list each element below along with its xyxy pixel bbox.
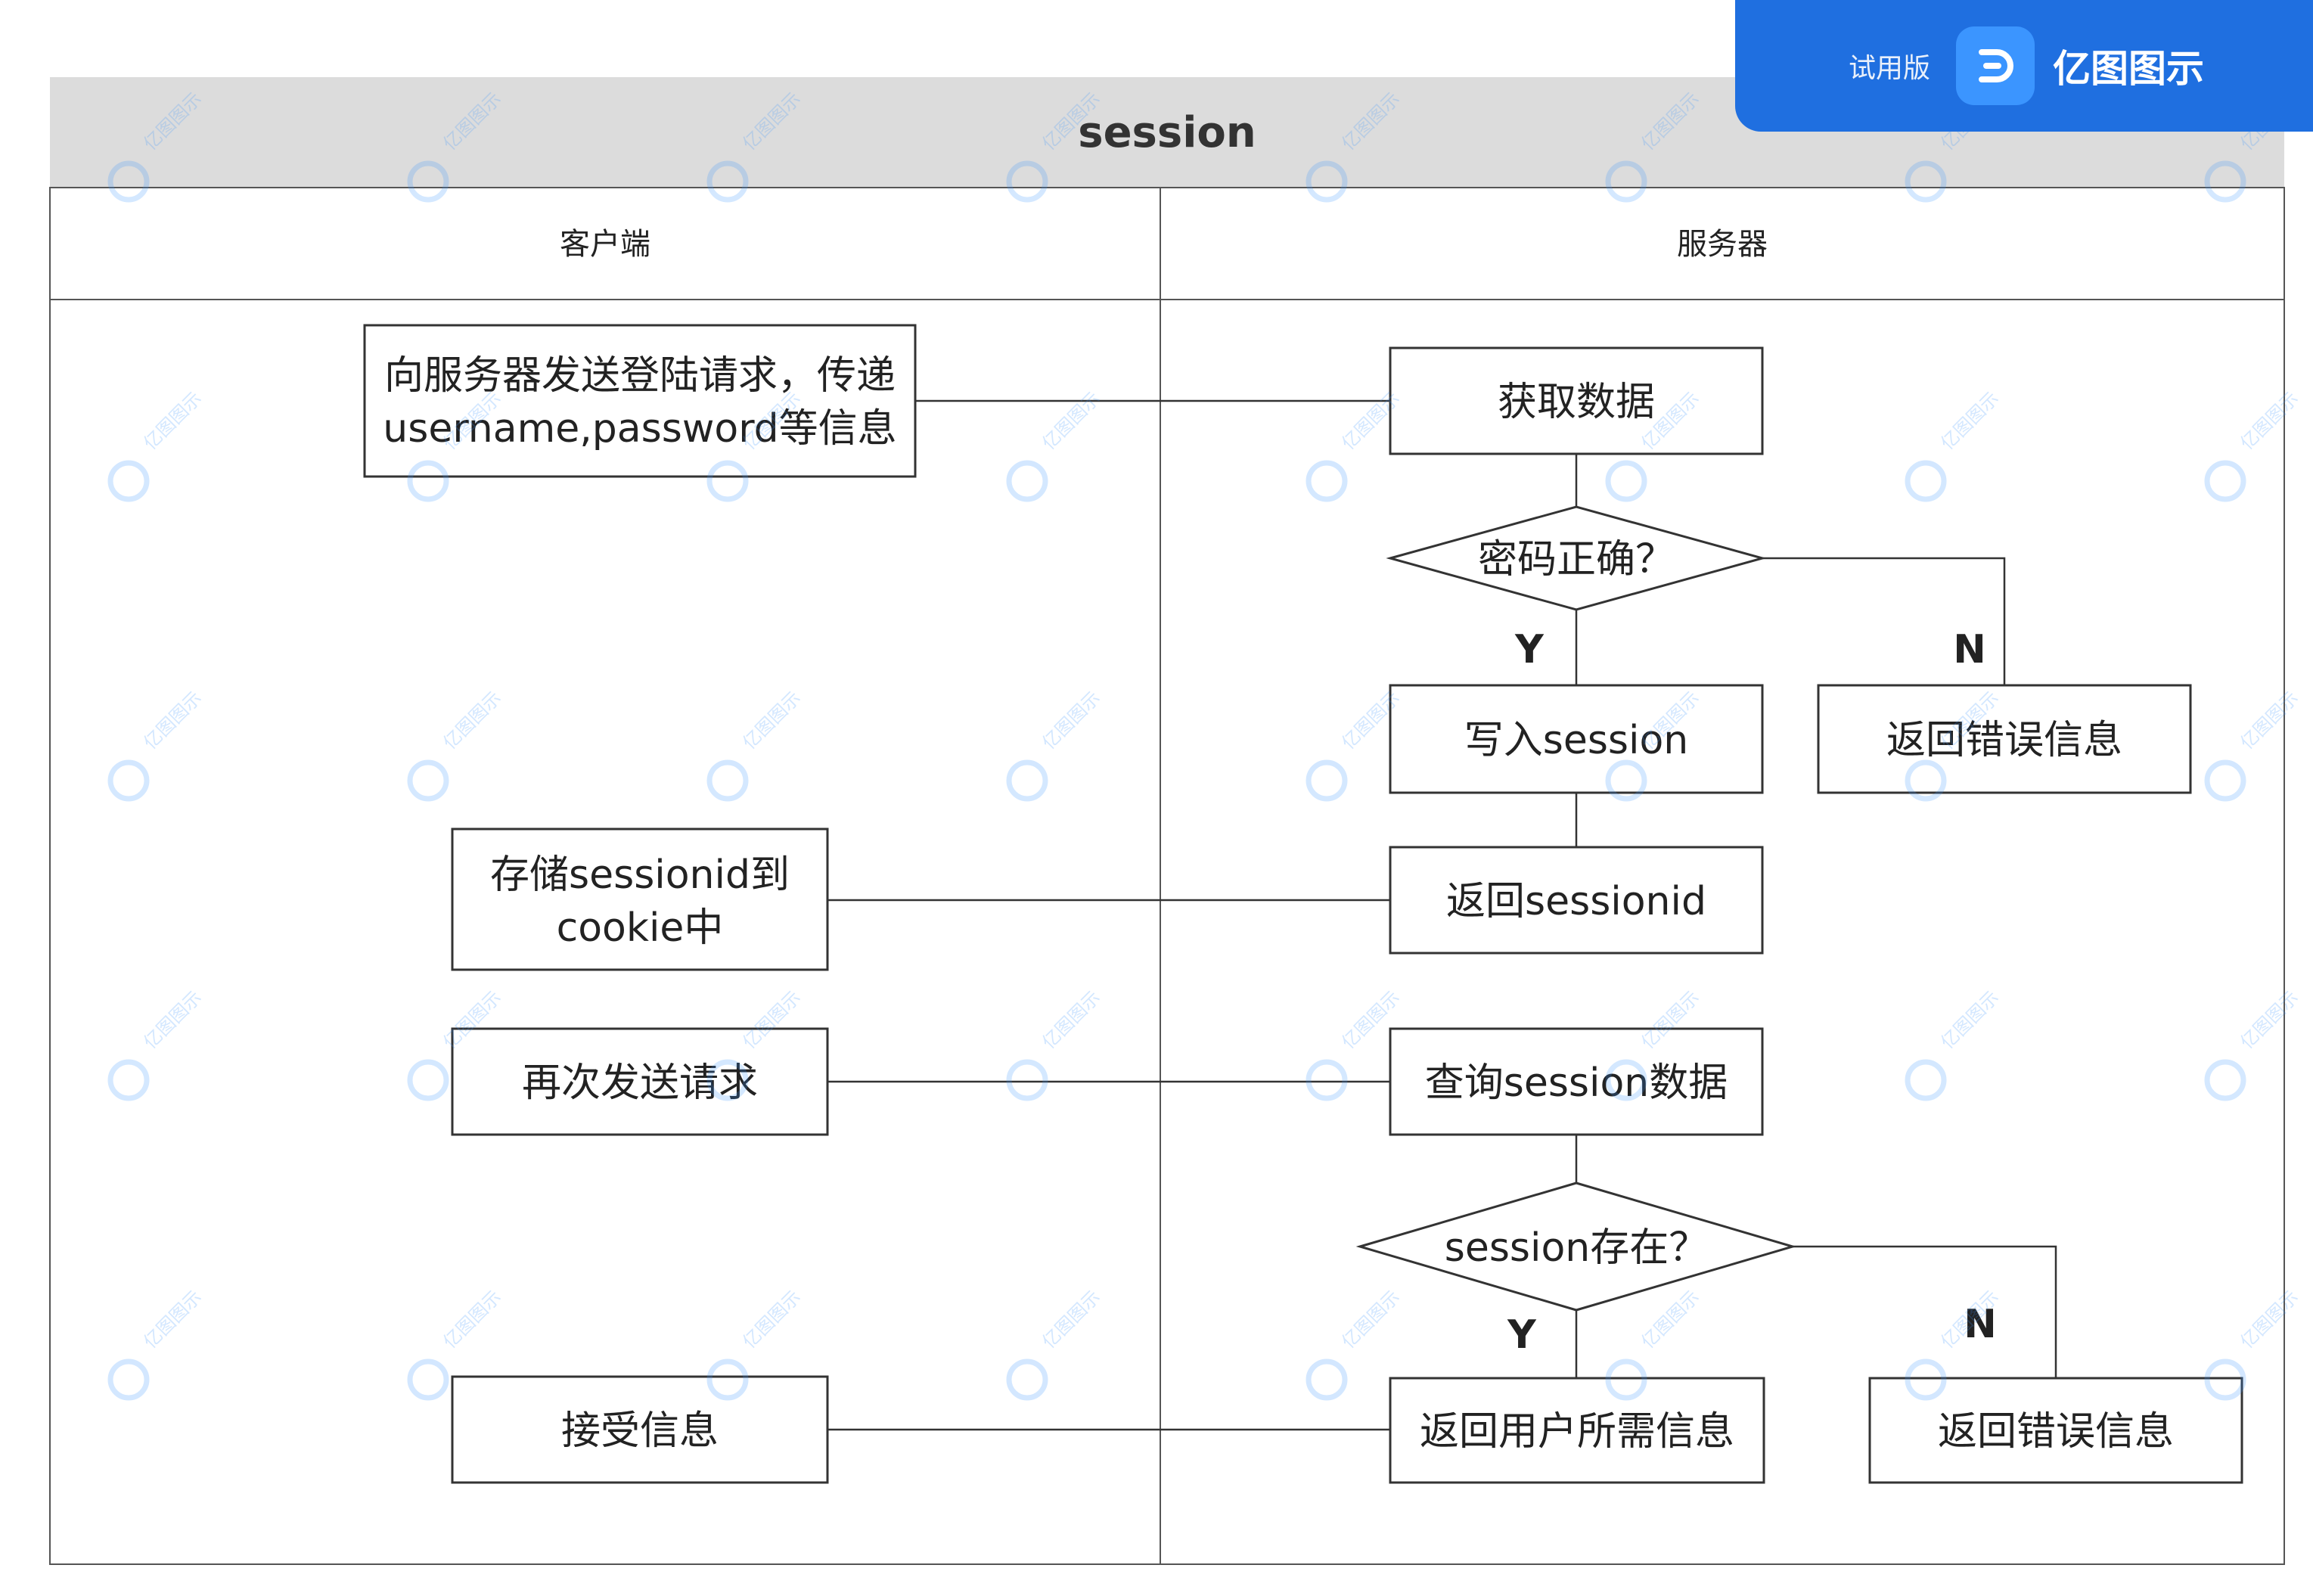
edge-check2-to-error2 [1793, 1245, 2057, 1378]
svg-text:亿图图示: 亿图图示 [1038, 388, 1104, 455]
node-return-user-info [1389, 1377, 1765, 1484]
lane-server-title: 服务器 [1677, 227, 1768, 262]
edge-check-to-error1 [1762, 557, 2006, 685]
node-write-session-label: 写入session [1464, 718, 1689, 763]
node-return-error-1-label: 返回错误信息 [1886, 718, 2122, 763]
decision-password-correct [1386, 505, 1767, 611]
watermark: 亿图图示 [706, 688, 805, 802]
svg-text:亿图图示: 亿图图示 [1337, 1287, 1404, 1353]
svg-text:亿图图示: 亿图图示 [139, 1287, 206, 1353]
watermark: 亿图图示 [2204, 388, 2302, 502]
watermark: 亿图图示 [107, 1287, 206, 1401]
watermark: 亿图图示 [2204, 987, 2302, 1101]
node-store-line1: 存储sessionid到 [490, 852, 790, 898]
svg-text:亿图图示: 亿图图示 [1936, 388, 2003, 455]
lane-client-title: 客户端 [560, 227, 650, 262]
node-return-error-2 [1868, 1377, 2243, 1484]
decision-password-label: 密码正确？ [1478, 537, 1675, 582]
node-resend-label: 再次发送请求 [522, 1060, 758, 1106]
node-return-sessionid-label: 返回sessionid [1446, 879, 1706, 924]
node-send-login [363, 324, 917, 478]
decision-session-exists [1355, 1181, 1797, 1312]
watermark: 亿图图示 [107, 388, 206, 502]
node-query-session [1389, 1027, 1764, 1136]
node-fetch-data [1389, 346, 1764, 455]
branch-yes-2: Y [1507, 1312, 1537, 1358]
watermark: 亿图图示 [1006, 1287, 1104, 1401]
node-return-error-2-label: 返回错误信息 [1938, 1409, 2174, 1455]
node-send-login-line1: 向服务器发送登陆请求，传递 [384, 353, 896, 399]
branch-no-1: N [1953, 627, 1986, 672]
svg-text:亿图图示: 亿图图示 [1637, 1287, 1703, 1353]
watermark: 亿图图示 [1905, 388, 2003, 502]
svg-text:亿图图示: 亿图图示 [439, 688, 505, 754]
edraw-logo-icon [1956, 26, 2035, 105]
watermark: 亿图图示 [107, 688, 206, 802]
pool-frame [49, 187, 2285, 1565]
svg-text:亿图图示: 亿图图示 [1038, 987, 1104, 1054]
node-write-session [1389, 684, 1764, 794]
trial-badge[interactable]: 试用版 亿图图示 [1735, 0, 2313, 132]
svg-text:亿图图示: 亿图图示 [2236, 987, 2302, 1054]
node-receive-label: 接受信息 [561, 1408, 719, 1454]
svg-text:亿图图示: 亿图图示 [2236, 1287, 2302, 1353]
watermark: 亿图图示 [1006, 388, 1104, 502]
branch-no-2: N [1964, 1302, 1997, 1347]
diagram-title: session [1078, 108, 1256, 157]
node-query-session-label: 查询session数据 [1425, 1060, 1728, 1106]
svg-text:亿图图示: 亿图图示 [139, 388, 206, 455]
svg-text:亿图图示: 亿图图示 [1038, 688, 1104, 754]
svg-text:亿图图示: 亿图图示 [2236, 688, 2302, 754]
branch-yes-1: Y [1514, 627, 1545, 672]
decision-session-label: session存在？ [1445, 1225, 1709, 1271]
watermark: 亿图图示 [1006, 688, 1104, 802]
trial-label: 试用版 [1849, 53, 1931, 84]
svg-text:亿图图示: 亿图图示 [2236, 388, 2302, 455]
node-resend-request [451, 1027, 829, 1136]
node-send-login-line2: username,password等信息 [383, 406, 896, 452]
svg-text:亿图图示: 亿图图示 [738, 688, 805, 754]
svg-text:亿图图示: 亿图图示 [1038, 1287, 1104, 1353]
svg-text:亿图图示: 亿图图示 [1936, 987, 2003, 1054]
node-receive-info [451, 1375, 829, 1484]
watermark: 亿图图示 [1905, 987, 2003, 1101]
watermark: 亿图图示 [407, 688, 505, 802]
svg-text:亿图图示: 亿图图示 [439, 1287, 505, 1353]
svg-text:亿图图示: 亿图图示 [139, 987, 206, 1054]
node-return-sessionid [1389, 846, 1764, 955]
watermark: 亿图图示 [107, 987, 206, 1101]
node-return-user-info-label: 返回用户所需信息 [1420, 1409, 1734, 1455]
node-store-sessionid [451, 827, 829, 971]
watermark: 亿图图示 [2204, 688, 2302, 802]
svg-text:亿图图示: 亿图图示 [738, 1287, 805, 1353]
brand-name: 亿图图示 [2053, 47, 2205, 91]
node-fetch-label: 获取数据 [1498, 380, 1655, 425]
node-store-line2: cookie中 [557, 905, 724, 951]
svg-text:亿图图示: 亿图图示 [139, 688, 206, 754]
node-return-error-1 [1817, 684, 2192, 794]
connectors [827, 399, 2057, 1431]
